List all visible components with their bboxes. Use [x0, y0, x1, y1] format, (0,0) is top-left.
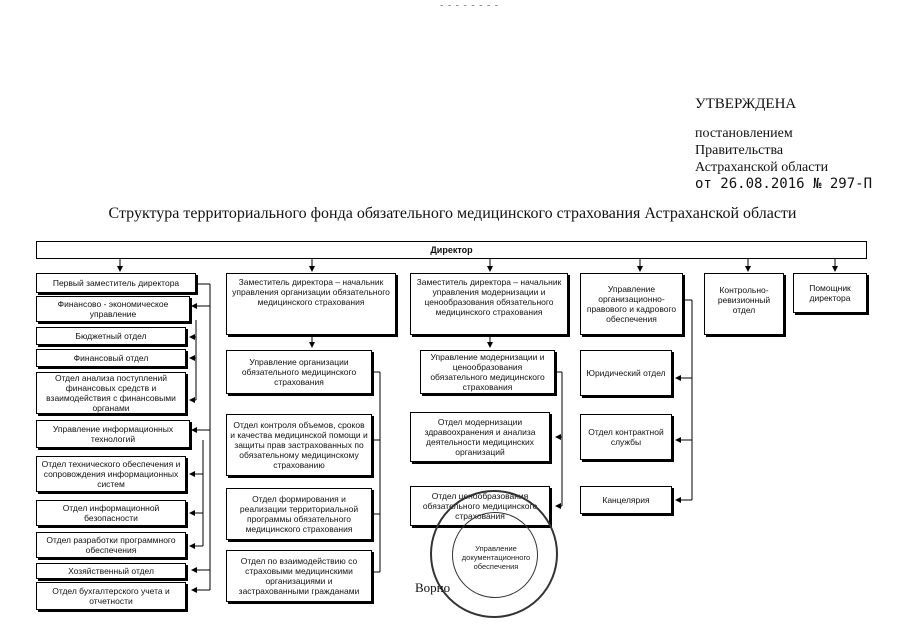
approval-heading: УТВЕРЖДЕНА — [695, 96, 797, 112]
quality-control-dept-box: Отдел контроля объемов, сроков и качеств… — [226, 414, 372, 476]
office-label: Канцелярия — [602, 495, 650, 505]
official-stamp: Управление документационного обеспечения — [430, 490, 558, 618]
stamp-text: Управление документационного обеспечения — [461, 544, 531, 571]
budget-dept-label: Бюджетный отдел — [75, 331, 147, 341]
scan-header-mark: - - - - - - - - — [440, 0, 500, 11]
deputy-oms-label: Заместитель директора – начальник управл… — [232, 277, 390, 307]
it-dept-box: Управление информационных технологий — [36, 420, 190, 448]
first-deputy-label: Первый заместитель директора — [52, 278, 180, 288]
revenue-analysis-dept-label: Отдел анализа поступлений финансовых сре… — [46, 373, 176, 413]
audit-dept-label: Контрольно-ревизионный отдел — [717, 285, 771, 315]
legal-hr-dept-box: Управление организационно-правового и ка… — [580, 273, 683, 335]
insurers-interaction-dept-label: Отдел по взаимодействию со страховыми ме… — [238, 556, 360, 596]
financial-dept-box: Финансовый отдел — [36, 349, 186, 367]
software-dev-dept-box: Отдел разработки программного обеспечени… — [36, 532, 186, 558]
modernization-dept-box: Управление модернизации и ценообразовани… — [420, 350, 555, 394]
deputy-modernization-label: Заместитель директора – начальник управл… — [416, 277, 562, 317]
office-box: Канцелярия — [580, 486, 672, 514]
finance-economic-dept-box: Финансово - экономическое управление — [36, 296, 190, 322]
signature: Ворно — [415, 580, 451, 595]
finance-economic-dept-label: Финансово - экономическое управление — [57, 299, 169, 319]
program-dept-box: Отдел формирования и реализации территор… — [226, 488, 372, 540]
healthcare-modernization-dept-label: Отдел модернизации здравоохранения и ана… — [424, 417, 536, 457]
contract-service-box: Отдел контрактной службы — [580, 414, 672, 460]
approval-line-1: постановлением — [695, 126, 793, 141]
household-dept-label: Хозяйственный отдел — [68, 566, 154, 576]
program-dept-label: Отдел формирования и реализации территор… — [239, 494, 359, 534]
audit-dept-box: Контрольно-ревизионный отдел — [704, 273, 784, 335]
director-assistant-box: Помощник директора — [793, 273, 867, 313]
director-label: Директор — [430, 245, 473, 255]
approval-line-3: Астраханской области — [695, 160, 829, 175]
household-dept-box: Хозяйственный отдел — [36, 563, 186, 579]
contract-service-label: Отдел контрактной службы — [588, 427, 664, 447]
accounting-dept-label: Отдел бухгалтерского учета и отчетности — [52, 586, 170, 606]
info-security-dept-box: Отдел информационной безопасности — [36, 500, 186, 526]
revenue-analysis-dept-box: Отдел анализа поступлений финансовых сре… — [36, 372, 186, 414]
info-security-dept-label: Отдел информационной безопасности — [62, 503, 160, 523]
software-dev-dept-label: Отдел разработки программного обеспечени… — [46, 535, 176, 555]
approval-block: УТВЕРЖДЕНА постановлением Правительства … — [695, 96, 895, 193]
approval-line-2: Правительства — [695, 143, 784, 158]
quality-control-dept-label: Отдел контроля объемов, сроков и качеств… — [230, 420, 368, 470]
director-assistant-label: Помощник директора — [809, 283, 851, 303]
oms-organization-dept-box: Управление организации обязательного мед… — [226, 350, 372, 394]
tech-support-dept-label: Отдел технического обеспечения и сопрово… — [41, 459, 181, 489]
stamp-inner-ring — [452, 512, 538, 598]
first-deputy-box: Первый заместитель директора — [36, 273, 196, 293]
deputy-modernization-box: Заместитель директора – начальник управл… — [410, 273, 568, 335]
budget-dept-box: Бюджетный отдел — [36, 327, 186, 345]
modernization-dept-label: Управление модернизации и ценообразовани… — [430, 352, 545, 392]
insurers-interaction-dept-box: Отдел по взаимодействию со страховыми ме… — [226, 550, 372, 602]
healthcare-modernization-dept-box: Отдел модернизации здравоохранения и ана… — [410, 412, 550, 462]
accounting-dept-box: Отдел бухгалтерского учета и отчетности — [36, 582, 186, 610]
financial-dept-label: Финансовый отдел — [73, 353, 149, 363]
tech-support-dept-box: Отдел технического обеспечения и сопрово… — [36, 456, 186, 492]
oms-organization-dept-label: Управление организации обязательного мед… — [241, 357, 357, 387]
legal-dept-label: Юридический отдел — [586, 368, 666, 378]
approval-date-line: от 26.08.2016 № 297-П — [695, 176, 873, 192]
legal-dept-box: Юридический отдел — [580, 350, 672, 396]
director-box: Директор — [36, 241, 867, 259]
legal-hr-dept-label: Управление организационно-правового и ка… — [586, 284, 677, 324]
diagram-title: Структура территориального фонда обязате… — [108, 205, 797, 222]
deputy-oms-box: Заместитель директора – начальник управл… — [226, 273, 396, 335]
it-dept-label: Управление информационных технологий — [52, 424, 174, 444]
